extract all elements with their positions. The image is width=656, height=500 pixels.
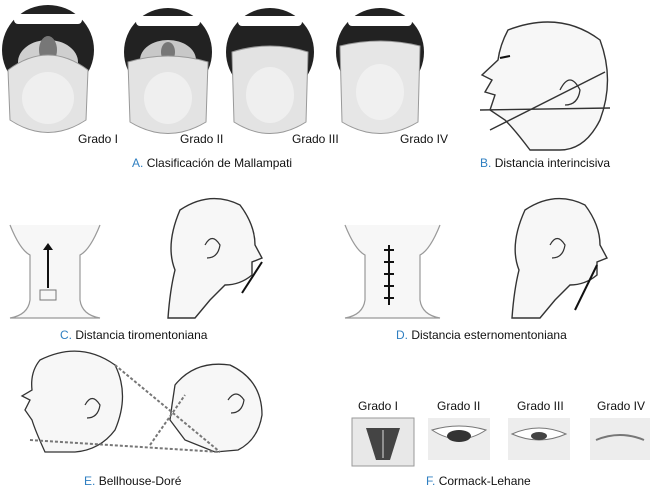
- caption-text: Cormack-Lehane: [439, 474, 531, 488]
- caption-letter: C.: [60, 328, 72, 342]
- mallampati-grade-label-1: Grado I: [78, 132, 118, 146]
- caption-text: Distancia esternomentoniana: [411, 328, 566, 342]
- bellhouse-head-neutral: [22, 351, 123, 452]
- caption-letter: B.: [480, 156, 491, 170]
- mallampati-mouth-3: [226, 8, 314, 134]
- caption-mallampati: A. Clasificación de Mallampati: [132, 156, 292, 170]
- cormack-view-1: [352, 418, 414, 466]
- interincisiva-head: [480, 22, 610, 150]
- mallampati-grade-label-2: Grado II: [180, 132, 223, 146]
- tiromentoniana-head-profile: [168, 199, 262, 318]
- mallampati-mouth-4: [336, 8, 424, 134]
- caption-text: Bellhouse-Doré: [99, 474, 182, 488]
- cormack-grade-label-1: Grado I: [358, 399, 398, 413]
- esternomentoniana-neck-front: [345, 225, 440, 318]
- caption-interincisiva: B. Distancia interincisiva: [480, 156, 610, 170]
- caption-letter: E.: [84, 474, 95, 488]
- cormack-view-3: [508, 418, 570, 460]
- caption-letter: D.: [396, 328, 408, 342]
- cormack-view-4: [590, 418, 650, 460]
- cormack-view-2: [428, 418, 490, 460]
- caption-text: Clasificación de Mallampati: [147, 156, 292, 170]
- cormack-grade-label-4: Grado IV: [597, 399, 645, 413]
- cormack-grade-label-2: Grado II: [437, 399, 480, 413]
- esternomentoniana-head-profile: [512, 199, 607, 318]
- caption-letter: F.: [426, 474, 435, 488]
- caption-bellhouse: E. Bellhouse-Doré: [84, 474, 181, 488]
- cormack-grade-label-3: Grado III: [517, 399, 564, 413]
- caption-esternomentoniana: D. Distancia esternomentoniana: [396, 328, 567, 342]
- mallampati-mouth-2: [124, 8, 212, 134]
- caption-tiromentoniana: C. Distancia tiromentoniana: [60, 328, 207, 342]
- caption-letter: A.: [132, 156, 143, 170]
- caption-text: Distancia tiromentoniana: [75, 328, 207, 342]
- mallampati-grade-label-4: Grado IV: [400, 132, 448, 146]
- mallampati-mouth-1: [2, 5, 94, 133]
- caption-text: Distancia interincisiva: [495, 156, 610, 170]
- caption-cormack: F. Cormack-Lehane: [426, 474, 531, 488]
- bellhouse-head-extended: [170, 364, 262, 452]
- tiromentoniana-neck-front: [10, 225, 100, 318]
- mallampati-grade-label-3: Grado III: [292, 132, 339, 146]
